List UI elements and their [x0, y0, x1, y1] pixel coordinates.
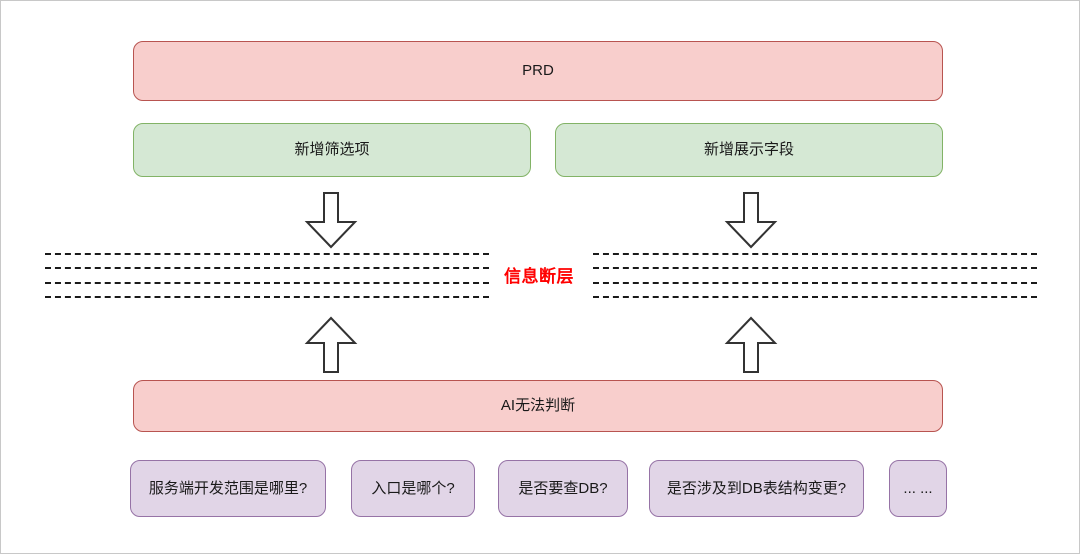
node-question-backend-scope[interactable]: 服务端开发范围是哪里?	[130, 460, 326, 517]
node-new-display-field-label: 新增展示字段	[703, 141, 794, 159]
node-question-backend-scope-label: 服务端开发范围是哪里?	[148, 479, 308, 497]
arrow-up-left-icon	[304, 316, 358, 373]
information-gap-label: 信息断层	[496, 266, 582, 287]
arrow-down-left-icon	[304, 192, 358, 249]
node-ai-cannot-determine[interactable]: AI无法判断	[133, 380, 943, 432]
node-question-entry-point[interactable]: 入口是哪个?	[351, 460, 475, 517]
dash-line-right-2	[593, 267, 1037, 269]
arrow-down-right-icon	[724, 192, 778, 249]
node-prd[interactable]: PRD	[133, 41, 943, 101]
node-question-query-db[interactable]: 是否要查DB?	[498, 460, 628, 517]
dash-line-left-4	[45, 296, 489, 298]
node-ai-cannot-determine-label: AI无法判断	[500, 397, 576, 415]
node-prd-label: PRD	[522, 62, 554, 80]
node-question-db-schema-change[interactable]: 是否涉及到DB表结构变更?	[649, 460, 864, 517]
dash-line-right-4	[593, 296, 1037, 298]
node-question-entry-point-label: 入口是哪个?	[371, 479, 455, 497]
node-question-db-schema-change-label: 是否涉及到DB表结构变更?	[666, 479, 847, 497]
dash-line-right-3	[593, 282, 1037, 284]
dash-line-right-1	[593, 253, 1037, 255]
node-question-more-label: ... ...	[903, 479, 933, 497]
node-new-filter-option[interactable]: 新增筛选项	[133, 123, 531, 177]
node-new-display-field[interactable]: 新增展示字段	[555, 123, 943, 177]
node-question-more[interactable]: ... ...	[889, 460, 947, 517]
node-new-filter-option-label: 新增筛选项	[294, 141, 370, 159]
dash-line-left-1	[45, 253, 489, 255]
dash-line-left-2	[45, 267, 489, 269]
node-question-query-db-label: 是否要查DB?	[518, 479, 608, 497]
dash-line-left-3	[45, 282, 489, 284]
arrow-up-right-icon	[724, 316, 778, 373]
